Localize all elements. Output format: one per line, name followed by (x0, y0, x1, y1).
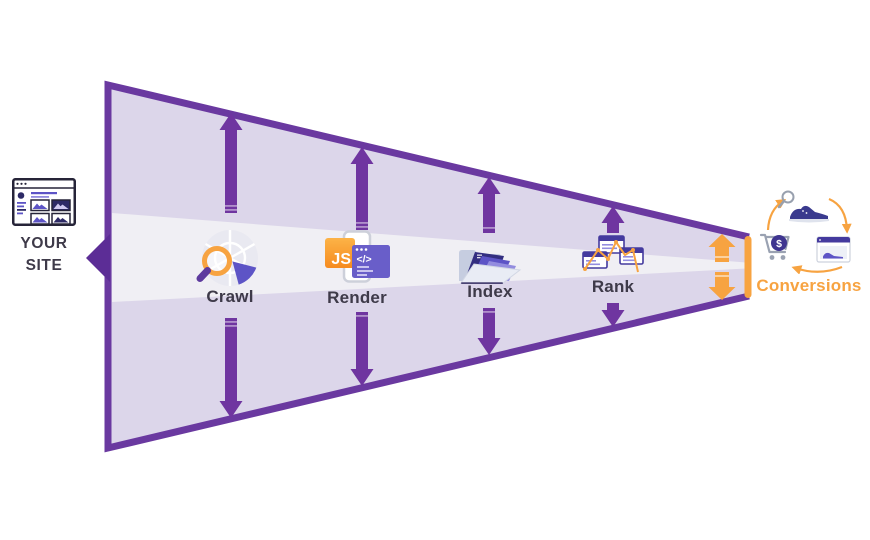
arrow-base-stripes (225, 205, 495, 327)
index-up-arrow-icon (477, 177, 501, 233)
orange-arrow-stripe (715, 275, 729, 277)
conversions-label: Conversions (756, 276, 862, 295)
left-chevron-icon (86, 234, 110, 282)
stage-label-crawl: Crawl (206, 287, 254, 306)
up-arrows (219, 113, 625, 233)
coin-dollar-text: $ (776, 238, 782, 250)
conversions-cycle-icon: $ (759, 190, 852, 274)
index-folder-icon (459, 250, 522, 284)
js-badge-icon (325, 238, 355, 268)
code-tag-text: </> (357, 254, 372, 266)
funnel-exit-bar (744, 236, 752, 298)
down-arrows (219, 303, 625, 418)
rank-up-arrow-icon (601, 206, 625, 233)
search-product-icon (777, 190, 829, 223)
js-badge-text: JS (331, 251, 351, 268)
your-site-line1: YOUR (20, 235, 68, 252)
your-site-line2: SITE (25, 257, 63, 274)
code-window-icon (352, 245, 390, 278)
render-up-arrow-icon (350, 147, 374, 230)
render-down-arrow-icon (350, 312, 374, 386)
orange-arrow-stripe (715, 256, 729, 258)
conversion-up-arrow-icon (708, 234, 736, 262)
crawl-up-arrow-icon (219, 113, 243, 213)
cart-icon: $ (759, 233, 790, 260)
serp-windows (582, 235, 644, 269)
product-page-icon (816, 236, 851, 263)
rank-trend-dots (583, 240, 635, 271)
funnel-center-band (112, 213, 746, 302)
your-site-label: YOUR SITE (10, 233, 78, 277)
rank-serp-icon (582, 235, 644, 273)
rank-down-arrow-icon (601, 303, 625, 327)
index-down-arrow-icon (477, 308, 501, 355)
cycle-arrows (766, 197, 852, 274)
conversion-flow (708, 234, 752, 300)
crawl-down-arrow-icon (219, 318, 243, 418)
stage-label-rank: Rank (591, 277, 635, 296)
render-js-icon: JS </> (325, 230, 390, 283)
crawl-magnifier-icon (196, 230, 258, 286)
stage-label-render: Render (327, 288, 387, 307)
conversion-down-arrow-icon (708, 272, 736, 300)
website-icon (12, 178, 76, 226)
stage-label-index: Index (467, 282, 513, 301)
